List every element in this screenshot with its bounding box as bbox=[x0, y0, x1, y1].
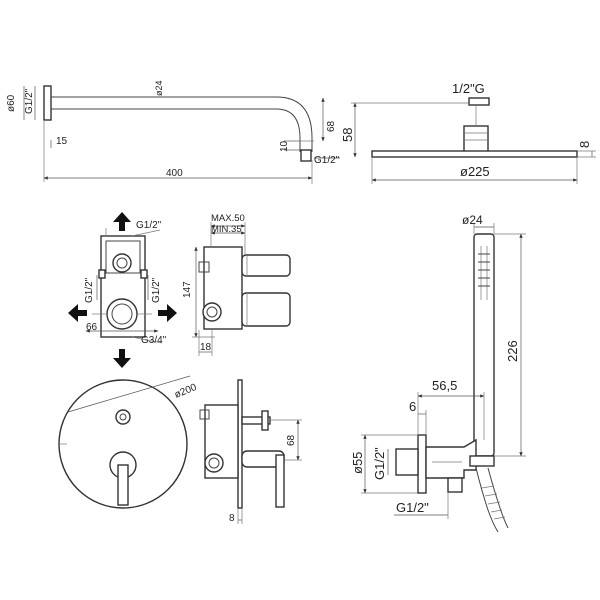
mixer-depth-max-label: MAX.50 bbox=[211, 213, 245, 224]
hand-reach-label: 56,5 bbox=[432, 378, 457, 393]
main-port bbox=[106, 298, 138, 330]
mixer-body-side: MAX.50 MIN.35 147 18 bbox=[182, 213, 291, 356]
mixer-inlet-label: G3/4" bbox=[141, 335, 167, 346]
head-disc bbox=[371, 150, 578, 158]
arm-outlet bbox=[300, 149, 312, 162]
arm-offset-10-label: 10 bbox=[279, 140, 290, 152]
hose bbox=[475, 467, 509, 533]
side-port-2 bbox=[204, 453, 224, 473]
arm-flange-dia-label: ø60 bbox=[6, 94, 17, 112]
arrow-right-icon bbox=[158, 304, 177, 322]
mixer-bottom-offset-label: 18 bbox=[200, 342, 212, 353]
holder-arm bbox=[425, 438, 477, 479]
side-port bbox=[202, 302, 222, 322]
mixer-top-outlet-label: G1/2" bbox=[136, 220, 162, 231]
shower-arm-view: ø60 G1/2" ø24 68 15 10 G1/2" 400 bbox=[6, 80, 340, 184]
arm-pipe-dia-label: ø24 bbox=[154, 80, 164, 96]
hose-connector bbox=[447, 477, 463, 493]
arrow-left-icon bbox=[68, 304, 87, 322]
side-lever-stem bbox=[275, 454, 285, 508]
arrow-up-icon bbox=[113, 212, 131, 231]
arrow-down-icon bbox=[113, 349, 131, 368]
arm-thread-label: G1/2" bbox=[24, 88, 35, 114]
hand-shower-view: ø24 226 56,5 6 ø55 G1/2" G1/2" bbox=[350, 213, 526, 533]
head-height-label: 58 bbox=[340, 128, 355, 142]
wall-bracket-outlet bbox=[395, 448, 419, 476]
hand-diameter-label: ø24 bbox=[462, 213, 483, 227]
plate-depth-label: 8 bbox=[229, 513, 235, 524]
mixer-plate-front: ø200 bbox=[58, 375, 199, 509]
shower-head-view: 1/2"G 58 8 ø225 bbox=[340, 81, 596, 184]
arm-height-label: 68 bbox=[326, 120, 337, 132]
lever-handle bbox=[117, 464, 129, 506]
lower-stem bbox=[241, 292, 291, 327]
diverter-knob bbox=[115, 409, 131, 425]
mixer-plate-side: 68 8 bbox=[199, 379, 302, 524]
mixer-height-label: 147 bbox=[182, 281, 193, 298]
mixer-width-label: 66 bbox=[86, 322, 98, 333]
head-diameter-label: ø225 bbox=[460, 164, 490, 179]
plate-diameter-label: ø200 bbox=[173, 382, 199, 401]
arm-length-label: 400 bbox=[166, 168, 183, 179]
wall-bracket-plate bbox=[417, 434, 427, 494]
hand-hose-thread-label: G1/2" bbox=[396, 500, 429, 515]
arm-pipe bbox=[51, 96, 313, 152]
head-thickness-label: 8 bbox=[577, 141, 592, 148]
mixer-left-outlet-label: G1/2" bbox=[84, 277, 95, 303]
hand-bracket-thread-label: G1/2" bbox=[372, 447, 387, 480]
plate-height-label: 68 bbox=[286, 434, 297, 446]
mixer-depth-min-label: MIN.35 bbox=[211, 224, 242, 235]
hand-offset-label: 6 bbox=[409, 399, 416, 414]
head-thread-label: 1/2"G bbox=[452, 81, 485, 96]
arm-outlet-thread-label: G1/2" bbox=[314, 155, 340, 166]
wall-flange bbox=[43, 85, 52, 121]
mixer-right-outlet-label: G1/2" bbox=[151, 277, 162, 303]
hand-bracket-dia-label: ø55 bbox=[350, 452, 365, 474]
top-port bbox=[112, 253, 132, 273]
hand-length-label: 226 bbox=[505, 340, 520, 362]
mixer-body-front: G1/2" G1/2" G1/2" 66 G3/4" bbox=[68, 212, 177, 368]
upper-stem bbox=[241, 254, 291, 277]
head-neck bbox=[463, 125, 489, 153]
head-connector bbox=[468, 97, 490, 106]
arm-offset-15-label: 15 bbox=[56, 136, 68, 147]
